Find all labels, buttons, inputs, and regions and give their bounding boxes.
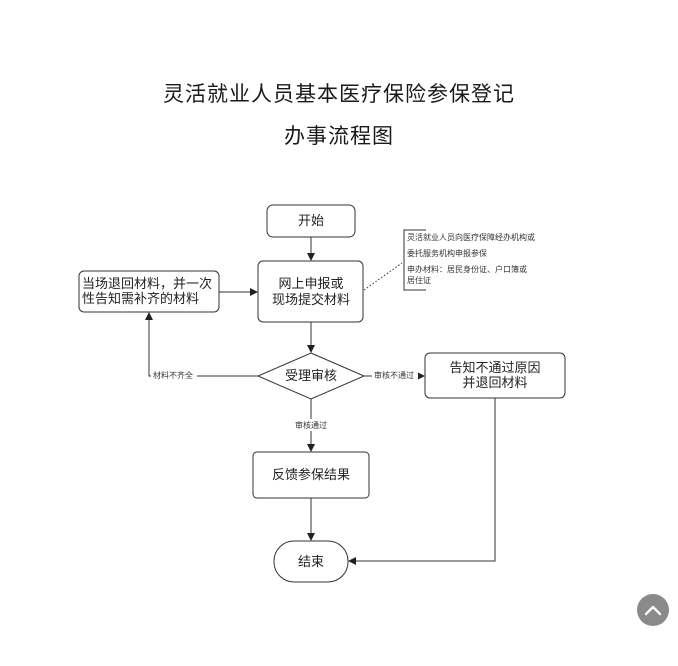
- edge-review-return: [145, 312, 258, 377]
- page-subtitle: 办事流程图: [284, 124, 394, 148]
- end-label: 结束: [298, 555, 324, 570]
- note-line-3: 申办材料：居民身份证、户口簿或: [407, 264, 527, 274]
- edge-label-not-passed: 审核不通过: [374, 370, 414, 380]
- return-label-2: 性告知需补齐的材料: [82, 291, 199, 307]
- note-bracket: [403, 229, 426, 291]
- submit-label-2: 现场提交材料: [272, 292, 350, 308]
- edge-reject-end: [348, 398, 496, 565]
- scroll-to-top-button[interactable]: [637, 594, 669, 626]
- return-label-1: 当场退回材料，并一次: [82, 276, 212, 292]
- note-line-4: 居住证: [407, 275, 431, 285]
- start-label: 开始: [298, 214, 324, 229]
- chevron-up-icon: [644, 605, 662, 616]
- reject-node: [424, 352, 566, 399]
- return-materials-node: [78, 270, 220, 313]
- start-node: [266, 204, 356, 238]
- note-line-1: 灵活就业人员向医疗保障经办机构或: [407, 232, 535, 242]
- feedback-node: [252, 451, 370, 499]
- submit-node: [257, 260, 364, 323]
- feedback-label: 反馈参保结果: [272, 467, 350, 483]
- page-title: 灵活就业人员基本医疗保险参保登记: [163, 82, 515, 106]
- note-line-2: 委托服务机构申报参保: [407, 248, 487, 258]
- reject-label-1: 告知不通过原因: [449, 360, 540, 376]
- edge-label-incomplete: 材料不齐全: [153, 370, 193, 380]
- submit-label-1: 网上申报或: [278, 277, 343, 292]
- end-node: [273, 540, 349, 583]
- edge-label-passed: 审核通过: [295, 420, 327, 430]
- review-label: 受理审核: [285, 369, 337, 384]
- note-connector: [363, 262, 403, 291]
- review-node: [256, 352, 366, 400]
- reject-label-2: 并退回材料: [462, 376, 527, 391]
